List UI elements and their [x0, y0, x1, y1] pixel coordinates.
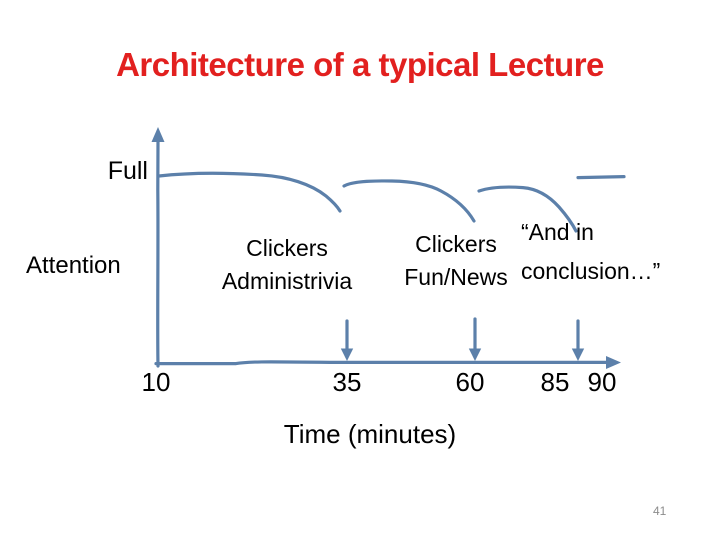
x-axis-title: Time (minutes): [283, 419, 457, 449]
attention-curve-segment-1: [157, 171, 342, 213]
annotation-clickers-fun-news: Clickers Fun/News: [404, 228, 508, 294]
x-tick-35: 35: [332, 367, 362, 397]
annotation-line: Clickers: [246, 235, 328, 261]
attention-curve-segment-4: [576, 175, 626, 180]
annotation-line: “And in: [521, 219, 594, 245]
x-axis-line: [154, 360, 609, 366]
x-tick-60: 60: [455, 367, 485, 397]
event-arrowhead-35: [340, 348, 354, 361]
x-axis-arrowhead: [606, 356, 621, 369]
y-axis-arrowhead: [151, 127, 165, 142]
x-tick-85: 85: [540, 367, 570, 397]
x-tick-10: 10: [141, 367, 171, 397]
y-axis-full-label: Full: [107, 157, 148, 185]
attention-curve-segment-3: [477, 185, 578, 233]
annotation-clickers-administrivia: Clickers Administrivia: [222, 232, 352, 298]
annotation-and-in-conclusion: “And in conclusion…”: [521, 213, 660, 291]
y-axis-title: Attention: [26, 252, 121, 279]
slide-title: Architecture of a typical Lecture: [116, 46, 604, 83]
event-arrowhead-85: [571, 348, 585, 361]
page-number: 41: [653, 504, 667, 518]
event-arrowhead-60: [468, 348, 482, 361]
annotation-line: conclusion…”: [521, 258, 661, 284]
x-tick-90: 90: [587, 367, 617, 397]
annotation-line: Fun/News: [404, 264, 508, 290]
attention-curve-segment-2: [342, 179, 476, 223]
annotation-line: Clickers: [415, 231, 497, 257]
annotation-line: Administrivia: [221, 268, 353, 294]
